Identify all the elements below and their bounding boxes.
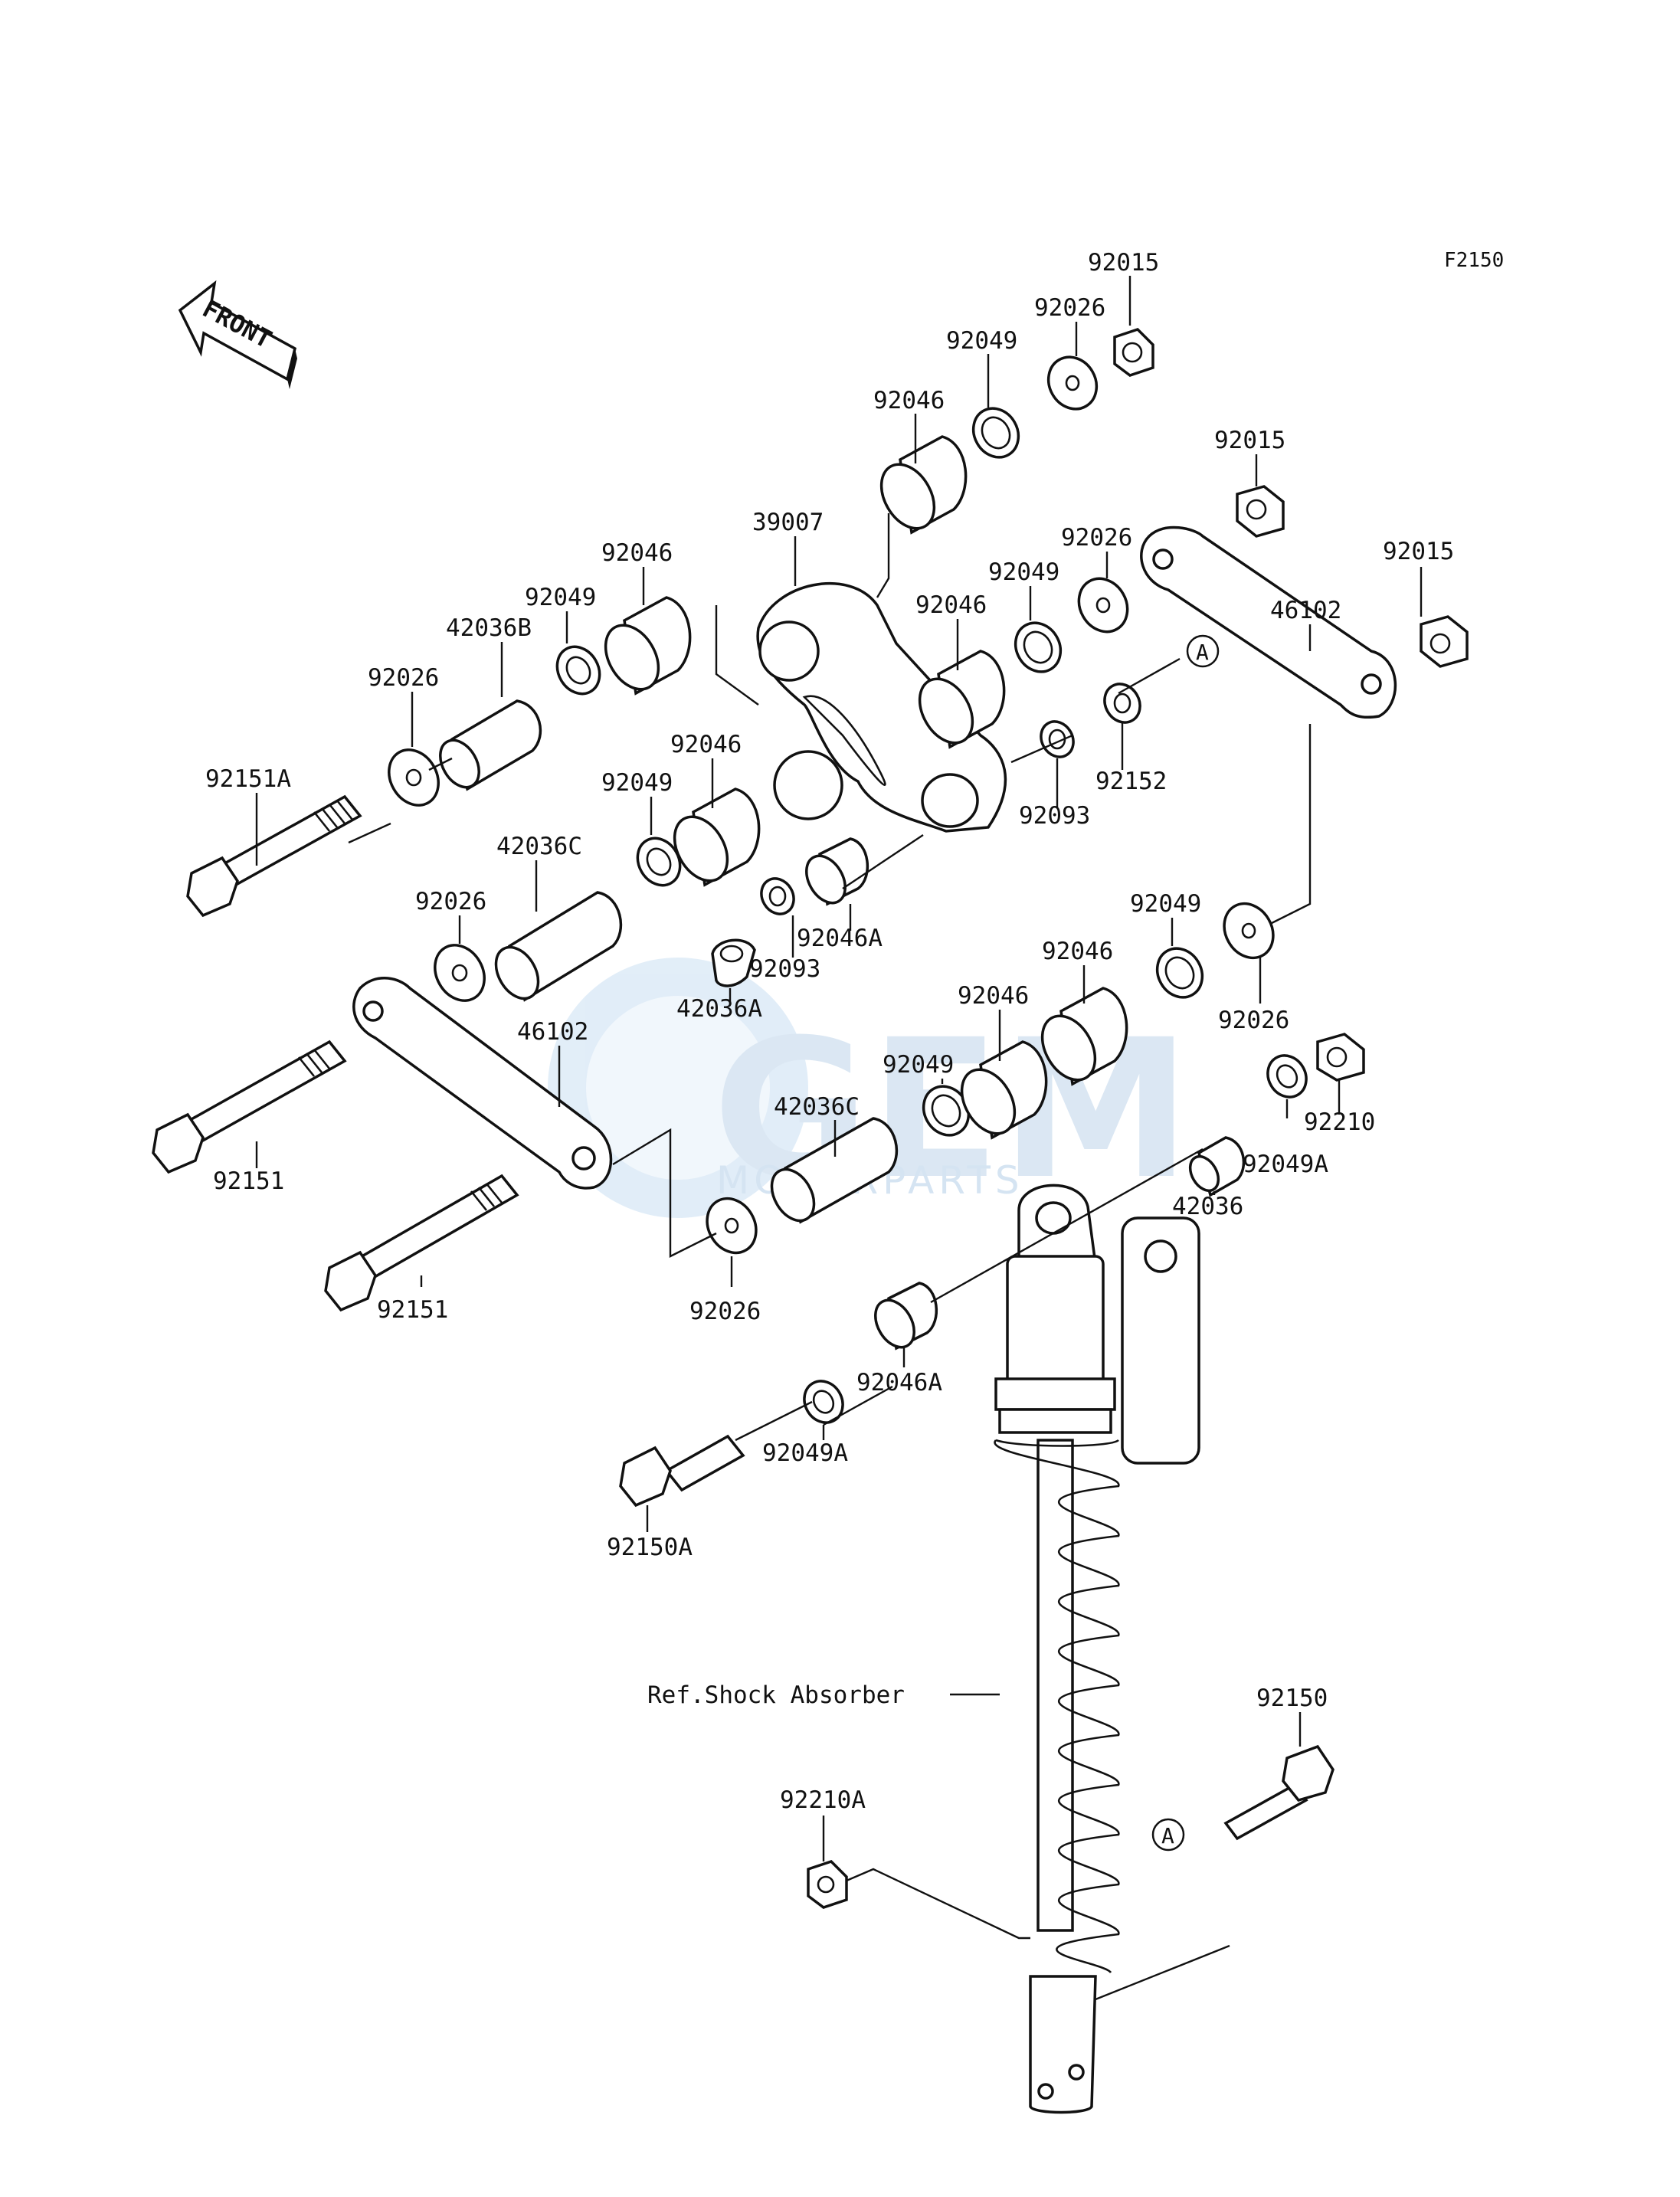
label-92152: 92152 [1095,768,1167,795]
collar-42036C-lower [770,1117,899,1224]
label-92046: 92046 [670,731,742,758]
label-92049: 92049 [601,769,673,797]
label-92046: 92046 [1042,938,1113,965]
ref-shock-absorber-label: Ref.Shock Absorber [647,1681,905,1709]
nut-92015-top [1113,327,1154,377]
seal-92049-top [971,407,1020,459]
label-92015: 92015 [1088,249,1159,277]
bolt-92151A [186,794,362,918]
seal-92049-bottom [922,1085,971,1137]
bolt-92150 [1223,1744,1335,1841]
label-39007: 39007 [752,509,824,536]
label-42036C: 42036C [496,833,582,860]
label-92210A: 92210A [780,1786,866,1814]
label-92049: 92049 [988,558,1059,586]
label-92049: 92049 [525,584,596,611]
label-92210: 92210 [1304,1108,1375,1136]
label-92046: 92046 [873,387,945,414]
bearing-92046-mid [918,650,1006,749]
collar-42036 [1188,1136,1246,1197]
collar-42036A [711,938,756,987]
label-92046A: 92046A [797,925,883,952]
callout-a-upper-letter: A [1196,640,1209,665]
label-92026: 92026 [1218,1007,1289,1034]
shock-absorber [994,1184,1200,2114]
seal-92049-left2 [636,837,682,887]
label-92049A: 92049A [1243,1151,1328,1178]
label-46102: 46102 [1270,597,1341,624]
label-42036C: 42036C [774,1093,860,1121]
collar-42036C-upper [494,891,623,1002]
bearing-92046A-top [805,837,869,906]
label-92026: 92026 [1034,294,1105,322]
part-labels: 92015 92026 92049 92046 92015 92015 3900… [205,249,1454,1814]
bolt-92151-lower [324,1174,519,1312]
label-92015: 92015 [1214,427,1285,454]
label-92026: 92026 [689,1298,761,1325]
label-leaders [255,276,1423,1861]
seal-92049A-right [1266,1054,1308,1098]
label-92093: 92093 [1019,802,1090,830]
callout-a-lower-letter: A [1161,1823,1174,1848]
label-42036B: 42036B [446,614,532,642]
label-92015: 92015 [1383,538,1454,565]
bearing-92046A-bottom [874,1282,938,1351]
label-92049: 92049 [946,327,1017,355]
nut-92015-mid [1236,485,1285,538]
label-92150A: 92150A [607,1534,693,1561]
collar-42036B [439,699,542,791]
rocker-arm-39007 [756,581,1007,833]
bolt-92150A [619,1434,745,1508]
bearing-92046-bottom [960,1040,1048,1140]
label-92093: 92093 [749,955,820,983]
label-92046: 92046 [601,539,673,567]
washer-92026-left2 [434,944,486,1002]
label-92151: 92151 [377,1296,448,1324]
assembly-lines [348,513,1312,2001]
callout-a-lower: A [1151,1818,1185,1852]
label-92049: 92049 [1130,890,1201,918]
label-92049: 92049 [883,1051,954,1079]
washer-92093-upper [1040,720,1075,758]
label-92046A: 92046A [856,1369,942,1396]
callout-a-upper: A [1186,634,1220,668]
label-92150: 92150 [1256,1685,1328,1712]
seal-92049-right [1155,947,1204,999]
tie-rod-46102-lower [352,977,613,1190]
nut-92210 [1316,1033,1365,1082]
label-92026: 92026 [1061,524,1132,552]
washer-92152 [1103,683,1141,724]
washer-92026-mid [1077,577,1129,634]
label-92046: 92046 [915,591,987,619]
tie-rod-46102-upper [1140,526,1397,719]
nut-92210A [807,1859,848,1909]
bearing-92046-left2 [673,787,761,887]
label-92046: 92046 [958,982,1029,1010]
figure-code: F2150 [1444,249,1504,272]
label-42036A: 42036A [676,995,762,1023]
bolt-92151-upper [152,1040,347,1174]
seal-92049A-bottom [803,1380,844,1424]
nut-92015-right [1420,615,1469,668]
label-42036: 42036 [1172,1193,1243,1220]
bearing-92046-left [604,596,692,696]
watermark-globe-icon [548,958,808,1218]
washer-92026-bottom [706,1197,758,1255]
washer-92026-left [388,748,440,807]
washer-92093-lower [760,877,795,915]
label-46102: 46102 [517,1018,588,1046]
seal-92049-mid [1014,621,1063,673]
washer-92026-right [1223,902,1275,960]
label-92049A: 92049A [762,1439,848,1467]
label-92026: 92026 [415,888,486,915]
label-92151A: 92151A [205,765,291,793]
washer-92026-top [1046,355,1099,411]
front-arrow-icon: FRONT [178,280,297,389]
bearing-92046-right [1040,987,1128,1086]
bearing-92046-top [879,435,968,535]
seal-92049-left [555,645,601,696]
label-92151: 92151 [213,1167,284,1195]
label-92026: 92026 [368,664,439,692]
